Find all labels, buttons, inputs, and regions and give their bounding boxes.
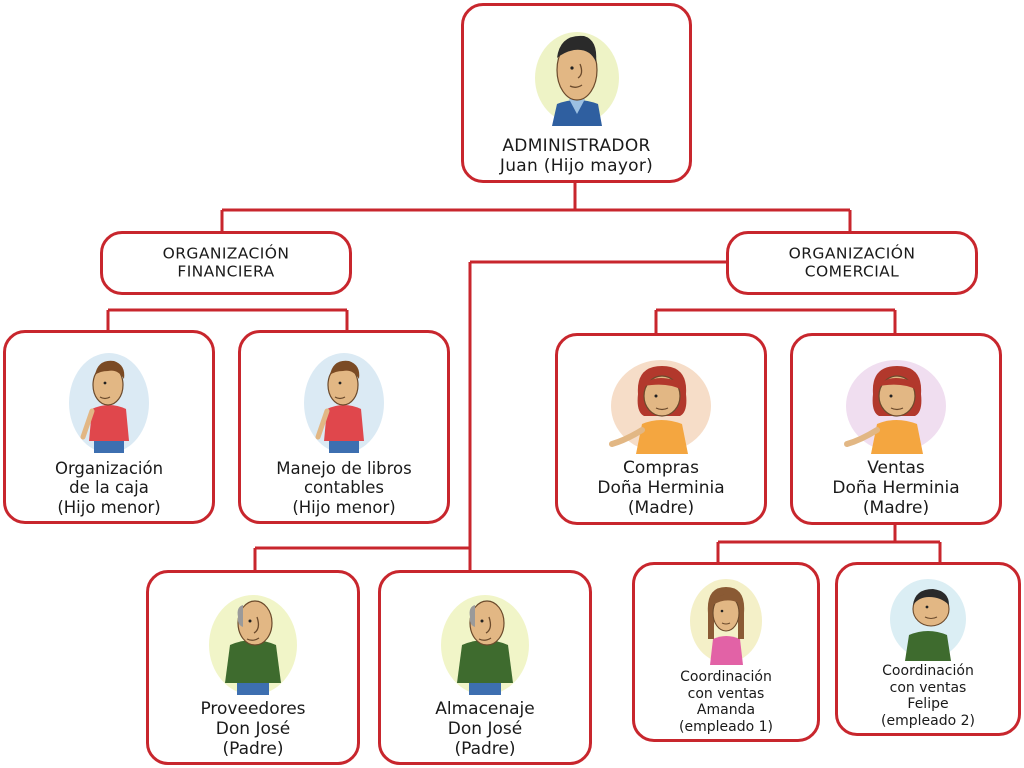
- ventas-line-1: Ventas: [867, 458, 925, 478]
- comercial-line-2: COMERCIAL: [804, 263, 900, 281]
- felipe-line-1: Coordinación: [882, 663, 974, 679]
- node-compras: Compras Doña Herminia (Madre): [555, 333, 767, 525]
- node-almacenaje: Almacenaje Don José (Padre): [378, 570, 592, 765]
- node-organizacion-comercial: ORGANIZACIÓN COMERCIAL: [726, 231, 978, 295]
- almacenaje-line-3: (Padre): [454, 739, 516, 760]
- almacenaje-line-2: Don José: [447, 719, 523, 740]
- compras-line-2: Doña Herminia: [597, 478, 725, 499]
- amanda-line-3: Amanda: [696, 702, 756, 719]
- felipe-line-3: Felipe: [907, 696, 949, 713]
- boy-figure-icon: [304, 353, 384, 453]
- boy-figure-icon: [69, 353, 149, 453]
- node-manejo-libros: Manejo de libros contables (Hijo menor): [238, 330, 450, 524]
- node-organizacion-financiera: ORGANIZACIÓN FINANCIERA: [100, 231, 352, 295]
- young-man-figure-icon: [890, 579, 966, 661]
- libros-line-2: contables: [303, 478, 384, 498]
- old-man-figure-icon: [209, 595, 297, 695]
- felipe-line-4: (empleado 2): [881, 712, 975, 729]
- node-ventas: Ventas Doña Herminia (Madre): [790, 333, 1002, 525]
- amanda-line-4: (empleado 1): [679, 718, 773, 735]
- felipe-line-2: con ventas: [889, 679, 967, 696]
- node-proveedores: Proveedores Don José (Padre): [146, 570, 360, 765]
- admin-person: Juan (Hijo mayor): [499, 156, 654, 177]
- caja-line-1: Organización: [54, 459, 164, 478]
- node-coordinacion-amanda: Coordinación con ventas Amanda (empleado…: [632, 562, 820, 742]
- node-coordinacion-felipe: Coordinación con ventas Felipe (empleado…: [835, 562, 1021, 736]
- girl-figure-icon: [690, 579, 762, 665]
- caja-line-2: de la caja: [69, 478, 149, 498]
- compras-line-3: (Madre): [627, 498, 695, 519]
- caja-line-3: (Hijo menor): [57, 497, 161, 517]
- financiera-line-1: ORGANIZACIÓN: [162, 244, 290, 263]
- proveedores-line-3: (Padre): [222, 739, 284, 760]
- comercial-line-1: ORGANIZACIÓN: [788, 244, 916, 263]
- libros-line-1: Manejo de libros: [276, 459, 412, 478]
- libros-line-3: (Hijo menor): [292, 497, 396, 517]
- woman-figure-icon: [844, 360, 946, 454]
- node-administrador: ADMINISTRADOR Juan (Hijo mayor): [461, 3, 692, 183]
- admin-role: ADMINISTRADOR: [502, 136, 651, 156]
- ventas-line-3: (Madre): [862, 498, 930, 519]
- woman-figure-icon: [609, 360, 711, 454]
- compras-line-1: Compras: [623, 458, 699, 478]
- old-man-figure-icon: [441, 595, 529, 695]
- financiera-line-2: FINANCIERA: [177, 263, 275, 281]
- man-figure-icon: [534, 32, 619, 126]
- proveedores-line-2: Don José: [215, 719, 291, 740]
- amanda-line-1: Coordinación: [680, 669, 772, 685]
- node-organizacion-caja: Organización de la caja (Hijo menor): [3, 330, 215, 524]
- almacenaje-line-1: Almacenaje: [435, 699, 535, 719]
- ventas-line-2: Doña Herminia: [832, 478, 960, 499]
- amanda-line-2: con ventas: [687, 685, 765, 702]
- proveedores-line-1: Proveedores: [200, 699, 306, 719]
